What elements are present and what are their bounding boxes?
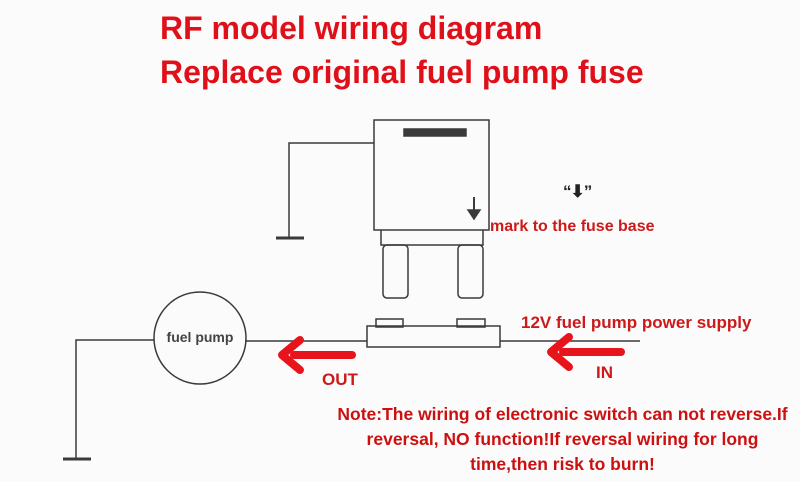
in-label: IN — [596, 363, 613, 382]
out-arrow — [278, 336, 356, 374]
module-ground-wire — [288, 142, 374, 237]
fuel-pump-label: fuel pump — [166, 329, 234, 345]
fuel-pump-circle — [153, 291, 247, 385]
switch-module — [373, 119, 490, 231]
diagram-subtitle: Replace original fuel pump fuse — [160, 54, 644, 90]
fuse-prong-left — [382, 244, 409, 299]
in-arrow — [547, 333, 625, 371]
diagram-title: RF model wiring diagram — [160, 10, 543, 46]
supply-label: 12V fuel pump power supply — [521, 313, 752, 332]
module-top-bar — [403, 128, 467, 137]
fuse-base — [366, 325, 501, 348]
mark-label: mark to the fuse base — [490, 218, 655, 235]
fuse-prong-right — [457, 244, 484, 299]
mark-symbol-label: “⬇” — [563, 182, 592, 201]
pump-ground-wire — [75, 339, 154, 458]
warning-note: Note:The wiring of electronic switch can… — [337, 404, 788, 474]
out-label: OUT — [322, 370, 358, 389]
